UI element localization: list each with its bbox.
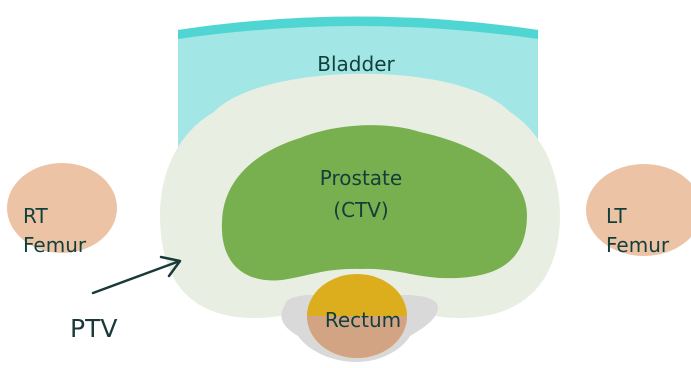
rectum-label: Rectum	[325, 308, 401, 332]
ptv-label: PTV	[70, 314, 117, 343]
bladder-label: Bladder	[317, 52, 395, 76]
rt-femur-label-line1: RT	[23, 204, 48, 228]
prostate-label-line1: Prostate	[320, 166, 402, 190]
lt-femur-label-line2: Femur	[606, 233, 670, 257]
rt-femur-label-line2: Femur	[23, 233, 87, 257]
prostate-label-line2: (CTV)	[333, 198, 388, 222]
ptv-arrow-line	[93, 262, 177, 293]
lt-femur-label-line1: LT	[606, 204, 627, 228]
